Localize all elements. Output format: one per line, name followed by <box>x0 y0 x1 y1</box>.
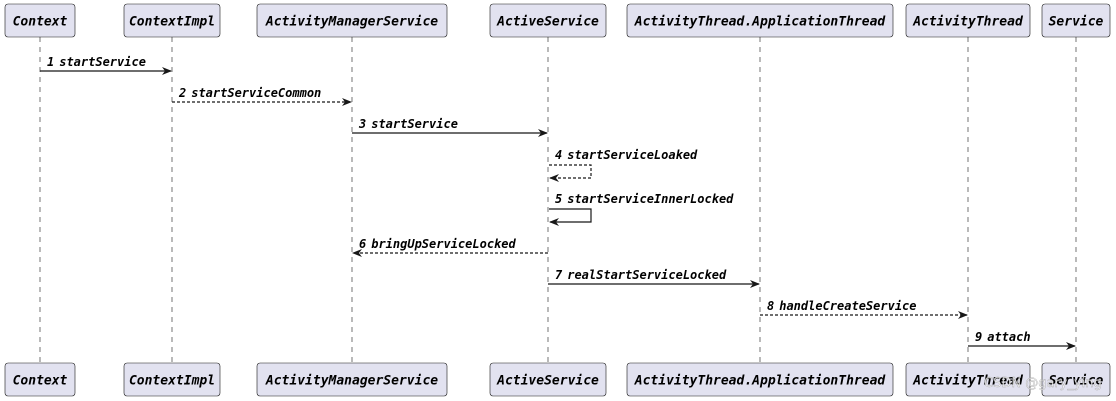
participant-contextimpl-bottom: ContextImpl <box>123 362 221 397</box>
participant-activitythread-bottom: ActivityThread <box>905 362 1031 397</box>
participant-context-bottom: Context <box>4 362 76 397</box>
participant-activitythread-top: ActivityThread <box>905 3 1031 38</box>
message-label: 4 startServiceLoaked <box>555 148 698 162</box>
message-2: 2 startServiceCommon <box>172 86 352 106</box>
message-5: 5 startServiceInnerLocked <box>549 192 734 226</box>
message-label: 2 startServiceCommon <box>178 86 321 100</box>
message-label: 9 attach <box>975 330 1031 344</box>
participant-name: ActivityThread.ApplicationThread <box>634 15 887 30</box>
message-name: attach <box>987 330 1030 344</box>
participant-service-bottom: Service <box>1041 362 1111 397</box>
participant-name: ActiveService <box>496 15 599 30</box>
message-number: 8 <box>767 299 774 313</box>
message-label: 6 bringUpServiceLocked <box>359 237 517 251</box>
participant-appthread-top: ActivityThread.ApplicationThread <box>626 3 894 38</box>
message-label: 3 startService <box>358 117 458 131</box>
message-number: 5 <box>555 192 562 206</box>
message-number: 9 <box>975 330 982 344</box>
message-number: 1 <box>47 55 54 69</box>
message-number: 4 <box>555 148 562 162</box>
message-name: startServiceCommon <box>191 86 321 100</box>
participant-service-top: Service <box>1041 3 1111 38</box>
participant-name: ContextImpl <box>129 15 215 30</box>
participant-activeservice-bottom: ActiveService <box>489 362 607 397</box>
participant-contextimpl-top: ContextImpl <box>123 3 221 38</box>
participant-box <box>626 362 894 397</box>
message-number: 6 <box>359 237 366 251</box>
message-label: 1 startService <box>47 55 146 69</box>
participant-box <box>256 362 448 397</box>
message-label: 7 realStartServiceLocked <box>555 268 727 282</box>
participant-box <box>905 362 1031 397</box>
participant-ams-bottom: ActivityManagerService <box>256 362 448 397</box>
participant-context-top: Context <box>4 3 76 38</box>
participant-name: ActivityManagerService <box>265 374 438 389</box>
message-arrow <box>549 164 592 182</box>
message-number: 3 <box>358 117 366 131</box>
watermark: CSDN @gary_ying <box>984 376 1102 391</box>
participant-box <box>4 362 76 397</box>
participant-box <box>489 3 607 38</box>
participant-box <box>123 3 221 38</box>
message-1: 1 startService <box>40 55 172 75</box>
message-6: 6 bringUpServiceLocked <box>352 237 548 257</box>
participant-name: ActivityThread <box>912 15 1024 30</box>
participant-box <box>4 3 76 38</box>
participant-name: ActivityThread <box>912 374 1024 389</box>
participant-box <box>626 3 894 38</box>
message-name: handleCreateService <box>779 299 916 313</box>
message-name: realStartServiceLocked <box>567 268 727 282</box>
participant-name: ContextImpl <box>129 374 215 389</box>
message-number: 2 <box>178 86 186 100</box>
participant-ams-top: ActivityManagerService <box>256 3 448 38</box>
participant-name: Service <box>1049 374 1104 389</box>
participant-name: Context <box>13 15 68 30</box>
participant-name: ActiveService <box>496 374 599 389</box>
participant-box <box>905 3 1031 38</box>
message-name: bringUpServiceLocked <box>371 237 516 251</box>
participant-box <box>1041 3 1111 38</box>
message-name: startServiceLoaked <box>567 148 698 162</box>
message-4: 4 startServiceLoaked <box>549 148 698 182</box>
participant-name: ActivityThread.ApplicationThread <box>634 374 887 389</box>
message-name: startServiceInnerLocked <box>567 192 734 206</box>
participant-appthread-bottom: ActivityThread.ApplicationThread <box>626 362 894 397</box>
message-label: 8 handleCreateService <box>767 299 917 313</box>
message-name: startService <box>59 55 146 69</box>
message-8: 8 handleCreateService <box>760 299 968 319</box>
message-label: 5 startServiceInnerLocked <box>555 192 734 206</box>
participant-box <box>1041 362 1111 397</box>
participant-name: ActivityManagerService <box>265 15 438 30</box>
participant-name: Context <box>13 374 68 389</box>
message-name: startService <box>371 117 458 131</box>
participant-name: Service <box>1049 15 1104 30</box>
participant-box <box>123 362 221 397</box>
message-number: 7 <box>555 268 563 282</box>
participant-box <box>256 3 448 38</box>
participant-activeservice-top: ActiveService <box>489 3 607 38</box>
message-9: 9 attach <box>968 330 1076 350</box>
message-7: 7 realStartServiceLocked <box>548 268 760 288</box>
participant-box <box>489 362 607 397</box>
message-3: 3 startService <box>352 117 548 137</box>
message-arrow <box>549 208 592 226</box>
